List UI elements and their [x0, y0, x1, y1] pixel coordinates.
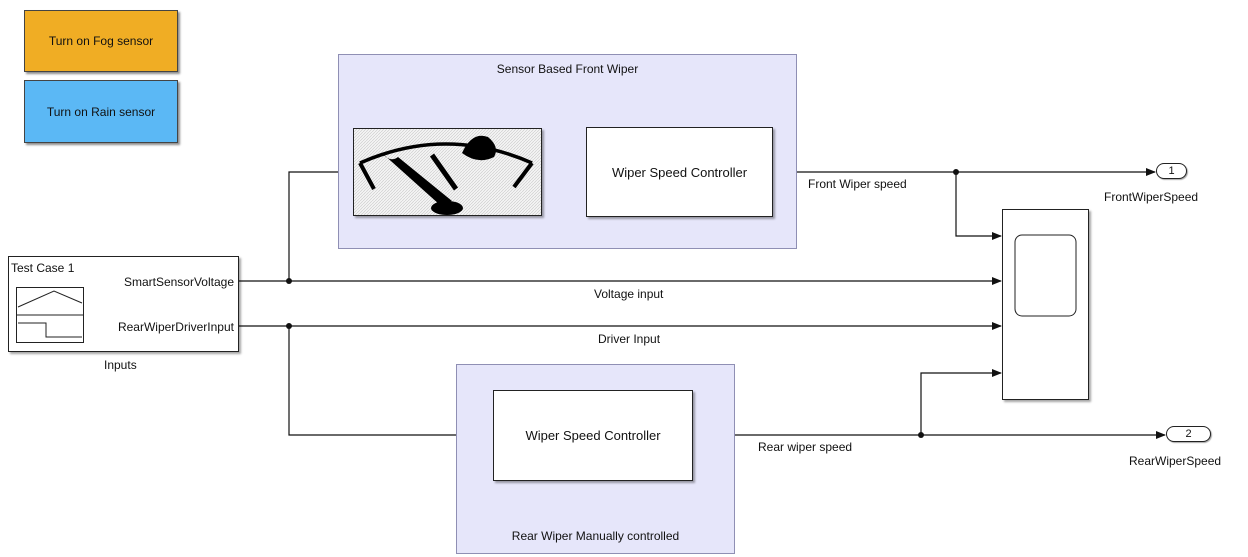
outport-1-name: FrontWiperSpeed: [1104, 190, 1199, 204]
scope-block[interactable]: [1002, 209, 1089, 400]
voltage-signal-label: Voltage input: [594, 287, 664, 301]
port-label-driver: RearWiperDriverInput: [117, 320, 234, 334]
wire-voltage-to-gauge: [288, 168, 353, 281]
wiper-gauge-icon: [354, 129, 541, 215]
scope-icon: [1014, 234, 1077, 317]
test-case-label: Test Case 1: [11, 261, 75, 275]
branch-point: [286, 278, 292, 284]
rear-controller-label: Wiper Speed Controller: [525, 428, 661, 443]
outport-2-name: RearWiperSpeed: [1129, 454, 1222, 468]
front-wiper-speed-controller[interactable]: Wiper Speed Controller: [586, 127, 773, 217]
rear-wiper-speed-controller[interactable]: Wiper Speed Controller: [493, 390, 693, 481]
outport-2-number: 2: [1185, 428, 1192, 440]
front-wiper-area-title: Sensor Based Front Wiper: [496, 62, 639, 76]
branch-point: [918, 432, 924, 438]
driver-signal-label: Driver Input: [598, 332, 661, 346]
rain-sensor-button[interactable]: Turn on Rain sensor: [24, 80, 178, 143]
wire-rear-speed-to-scope: [920, 369, 1002, 435]
branch-point: [286, 323, 292, 329]
front-speed-signal-label: Front Wiper speed: [808, 177, 907, 191]
port-label-voltage: SmartSensorVoltage: [123, 275, 234, 289]
branch-point: [953, 169, 959, 175]
rear-wiper-area-title: Rear Wiper Manually controlled: [511, 529, 680, 543]
inputs-block[interactable]: Test Case 1 SmartSensorVoltage RearWiper…: [8, 256, 239, 352]
inputs-block-name: Inputs: [104, 358, 137, 372]
fog-sensor-button[interactable]: Turn on Fog sensor: [24, 10, 178, 72]
front-controller-label: Wiper Speed Controller: [611, 164, 748, 180]
wire-driver-to-rear-controller: [288, 326, 493, 439]
outport-1[interactable]: 1: [1156, 163, 1187, 179]
rear-speed-signal-label: Rear wiper speed: [758, 440, 853, 454]
outport-2[interactable]: 2: [1166, 426, 1211, 442]
outport-1-number: 1: [1168, 165, 1175, 177]
wire-front-speed-to-scope: [955, 172, 1002, 240]
signal-editor-icon: [16, 287, 84, 343]
wiper-sensor-block[interactable]: [353, 128, 542, 216]
